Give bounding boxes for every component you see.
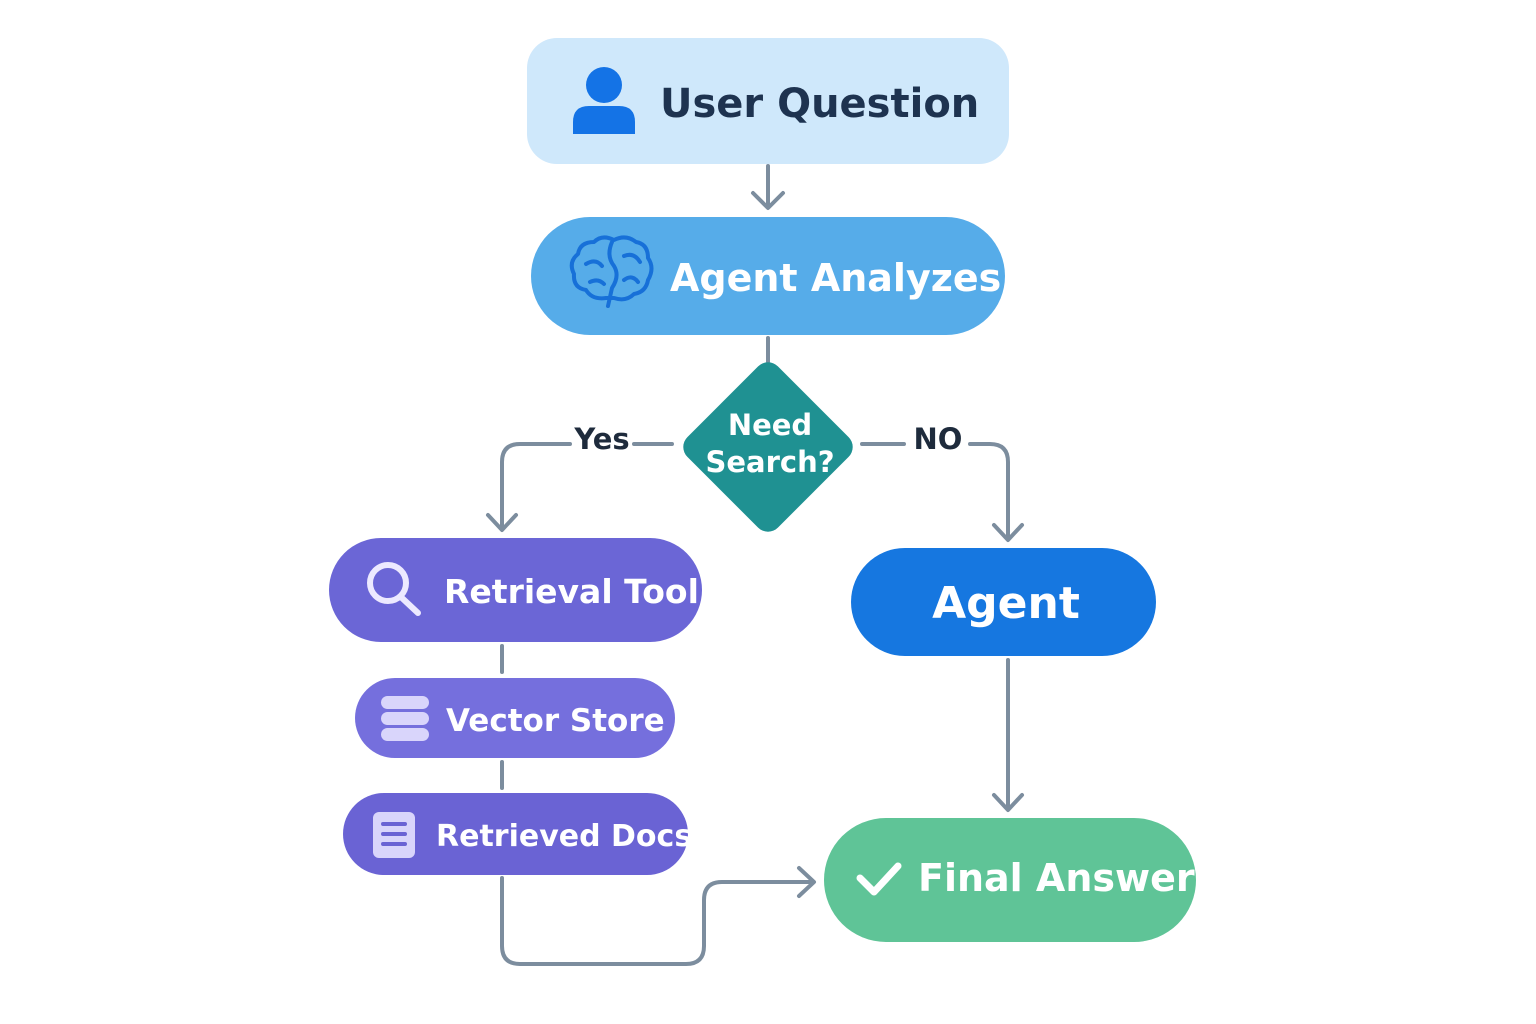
decision-label-line1: Need <box>728 408 812 442</box>
connector-docs-to-final-arrowhead <box>797 866 816 898</box>
edge-label-no: NO <box>914 422 963 456</box>
node-final-answer: Final Answer <box>824 818 1196 942</box>
agent-label: Agent <box>932 578 1080 629</box>
connector-yes-arrowhead <box>486 513 518 532</box>
connector-no-arrowhead <box>992 523 1024 542</box>
vector-store-label: Vector Store <box>446 703 665 739</box>
user-icon <box>573 67 635 134</box>
node-retrieved-docs: Retrieved Docs <box>343 793 692 875</box>
node-user-question: User Question <box>527 38 1009 164</box>
agent-analyzes-label: Agent Analyzes <box>670 256 1001 300</box>
connector-agent-to-final-arrowhead <box>992 793 1024 812</box>
retrieval-tool-label: Retrieval Tool <box>444 572 699 611</box>
retrieved-docs-label: Retrieved Docs <box>436 819 692 854</box>
document-icon <box>373 812 415 858</box>
database-icon <box>381 696 429 741</box>
connector-no-branch <box>860 442 1010 538</box>
search-icon <box>367 562 421 616</box>
brain-icon <box>569 235 654 308</box>
node-retrieval-tool: Retrieval Tool <box>329 538 702 642</box>
node-agent: Agent <box>851 548 1156 656</box>
connector-docs-to-final <box>500 876 812 966</box>
node-vector-store: Vector Store <box>355 678 675 758</box>
node-agent-analyzes: Agent Analyzes <box>531 217 1005 335</box>
user-question-label: User Question <box>660 81 979 127</box>
check-icon <box>856 862 902 896</box>
edge-label-yes: Yes <box>573 422 629 456</box>
connector-yes-branch <box>500 442 674 528</box>
decision-label-line2: Search? <box>705 445 834 479</box>
decision-need-search: Need Search? <box>683 362 853 532</box>
connectors <box>486 164 1024 966</box>
final-answer-label: Final Answer <box>918 856 1195 900</box>
connector-question-to-analyzes-arrowhead <box>751 191 785 210</box>
